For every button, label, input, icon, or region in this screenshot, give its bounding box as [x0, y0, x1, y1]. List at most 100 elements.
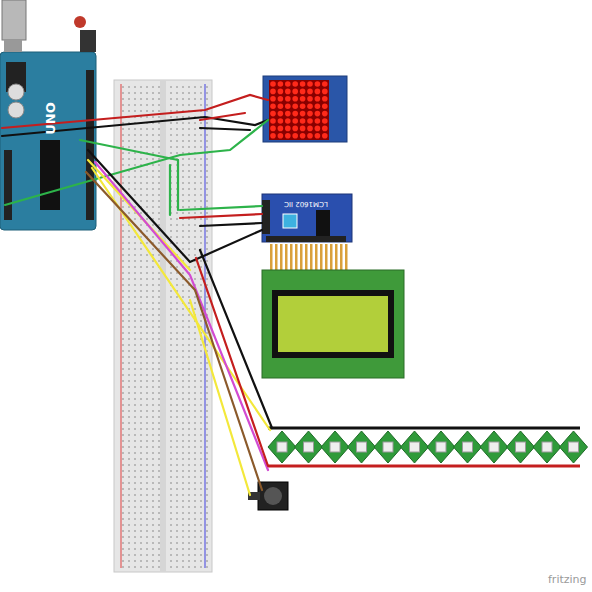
led-dot	[307, 118, 313, 124]
led-dot	[270, 103, 276, 109]
led-dot	[322, 103, 328, 109]
led-dot	[278, 111, 284, 117]
led-dot	[300, 133, 306, 139]
led-dot	[315, 126, 321, 132]
led-dot	[292, 103, 298, 109]
led-dot	[285, 111, 291, 117]
lcd-pin	[285, 244, 288, 270]
led-dot	[307, 89, 313, 95]
led-dot	[285, 96, 291, 102]
led-chip	[542, 442, 552, 452]
led-pixel	[533, 431, 561, 463]
lcd-pin	[325, 244, 328, 270]
led-pixel	[268, 431, 296, 463]
led-dot	[285, 126, 291, 132]
led-dot	[307, 133, 313, 139]
lcd-pin	[290, 244, 293, 270]
led-dot	[278, 118, 284, 124]
led-dot	[285, 133, 291, 139]
led-pixel	[374, 431, 402, 463]
led-dot	[322, 126, 328, 132]
lcd-pin	[310, 244, 313, 270]
led-dot	[307, 103, 313, 109]
led-dot	[270, 111, 276, 117]
led-dot	[300, 103, 306, 109]
potentiometer	[248, 482, 288, 510]
led-dot	[270, 81, 276, 87]
led-dot	[315, 103, 321, 109]
led-dot	[315, 133, 321, 139]
led-dot	[278, 81, 284, 87]
led-dot	[278, 89, 284, 95]
led-dot	[307, 111, 313, 117]
led-dot	[285, 81, 291, 87]
led-dot	[300, 81, 306, 87]
led-dot	[292, 126, 298, 132]
led-dot	[315, 118, 321, 124]
led-dot	[300, 118, 306, 124]
lcd-pin	[330, 244, 333, 270]
led-dot	[307, 96, 313, 102]
led-dot	[292, 118, 298, 124]
led-pixel	[295, 431, 323, 463]
lcd-pin	[320, 244, 323, 270]
led-dot	[300, 89, 306, 95]
led-chip	[357, 442, 367, 452]
led-dot	[278, 103, 284, 109]
led-dot	[270, 89, 276, 95]
led-pixel	[401, 431, 429, 463]
led-dot	[322, 111, 328, 117]
led-pixel	[480, 431, 508, 463]
led-dot	[285, 118, 291, 124]
led-chip	[569, 442, 579, 452]
lcd-pin	[305, 244, 308, 270]
led-dot	[285, 103, 291, 109]
lcd-pin	[335, 244, 338, 270]
led-pixel	[560, 431, 588, 463]
led-chip	[330, 442, 340, 452]
led-pixel	[454, 431, 482, 463]
led-dot	[300, 126, 306, 132]
led-dot	[322, 81, 328, 87]
led-dot	[270, 96, 276, 102]
led-dot	[322, 133, 328, 139]
led-dot	[292, 133, 298, 139]
led-dot	[292, 81, 298, 87]
arduino-uno	[0, 0, 96, 230]
watermark: fritzing	[548, 574, 587, 585]
led-dot	[322, 96, 328, 102]
led-pixel	[427, 431, 455, 463]
led-chip	[436, 442, 446, 452]
led-dot	[307, 126, 313, 132]
led-pixel	[321, 431, 349, 463]
breadboard-channel	[160, 80, 166, 572]
led-chip	[304, 442, 314, 452]
lcd-pin	[270, 244, 273, 270]
led-chip	[516, 442, 526, 452]
board-name: UNO	[44, 102, 57, 135]
led-dot	[322, 89, 328, 95]
led-dot	[315, 81, 321, 87]
led-chip	[463, 442, 473, 452]
led-chip	[277, 442, 287, 452]
led-dot	[278, 126, 284, 132]
led-dot	[315, 111, 321, 117]
i2c-module	[262, 194, 352, 242]
lcd-pin	[345, 244, 348, 270]
lcd-pin	[280, 244, 283, 270]
led-pixel	[348, 431, 376, 463]
led-dot	[300, 111, 306, 117]
led-dot	[307, 81, 313, 87]
led-dot	[300, 96, 306, 102]
led-dot	[315, 89, 321, 95]
led-matrix	[263, 76, 347, 142]
lcd-pin	[340, 244, 343, 270]
led-chip	[410, 442, 420, 452]
led-dot	[292, 96, 298, 102]
wires	[2, 95, 272, 495]
lcd-pin	[315, 244, 318, 270]
lcd-display	[262, 244, 404, 378]
led-strip	[268, 428, 588, 466]
